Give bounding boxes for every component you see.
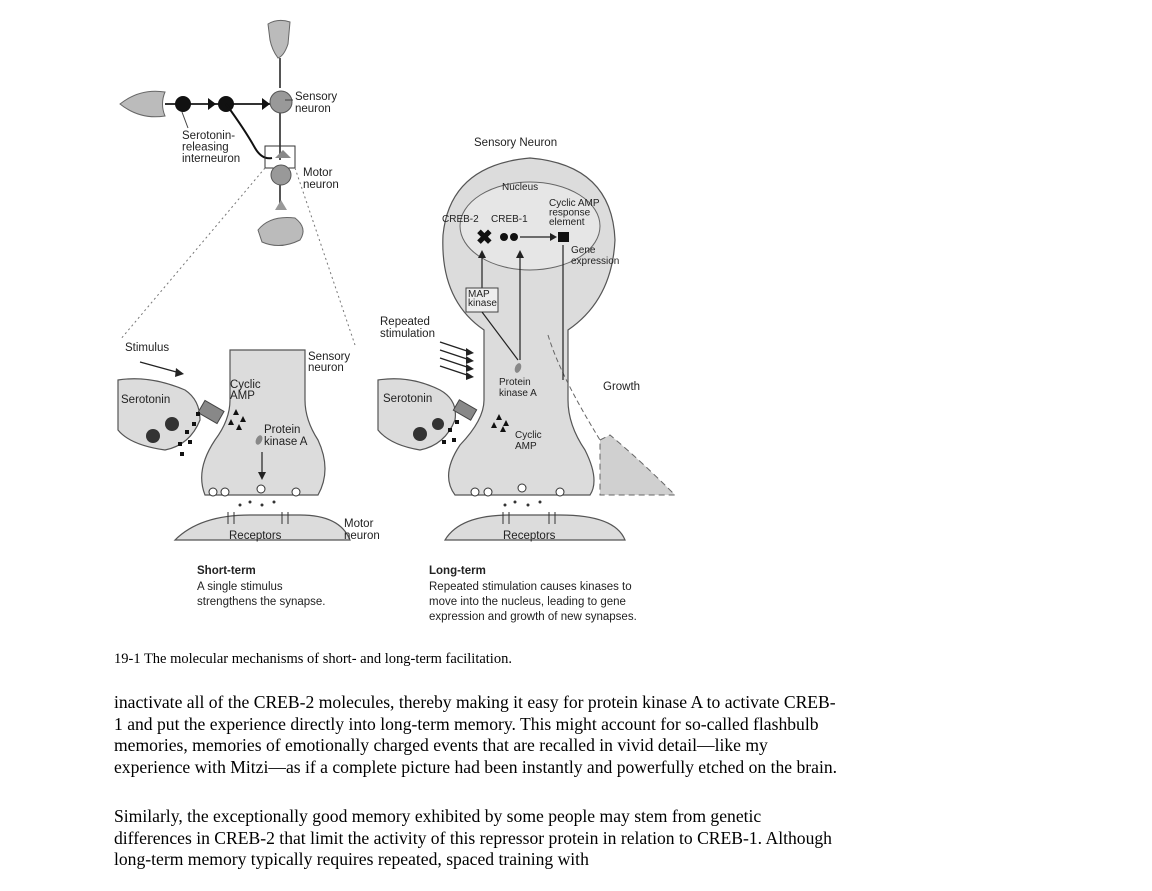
- short-term-title: Short-term: [197, 565, 256, 577]
- label-receptors-left: Receptors: [229, 530, 282, 542]
- label-creb1: CREB-1: [491, 214, 528, 225]
- long-term-title-label: Sensory Neuron: [474, 137, 557, 149]
- paragraph-1: inactivate all of the CREB-2 molecules, …: [114, 692, 914, 779]
- paragraph-line: inactivate all of the CREB-2 molecules, …: [114, 692, 836, 712]
- paragraph-2: Similarly, the exceptionally good memory…: [114, 806, 914, 871]
- paragraph-line: Similarly, the exceptionally good memory…: [114, 806, 762, 826]
- label-serotonin-right: Serotonin: [383, 393, 432, 405]
- label-growth: Growth: [603, 381, 640, 393]
- label-stimulus: Stimulus: [125, 342, 169, 354]
- paragraph-line: 1 and put the experience directly into l…: [114, 713, 819, 734]
- paragraph-line: experience with Mitzi—as if a complete p…: [114, 757, 838, 778]
- label-creb2: CREB-2: [442, 214, 479, 225]
- paragraph-line: long-term memory typically requires repe…: [114, 849, 589, 870]
- label-nucleus: Nucleus: [502, 182, 538, 193]
- short-term-synapse: [117, 349, 351, 541]
- paragraph-line: differences in CREB-2 that limit the act…: [114, 827, 832, 848]
- circuit-diagram: [119, 19, 356, 346]
- label-receptors-right: Receptors: [503, 530, 556, 542]
- label-serotonin-left: Serotonin: [121, 394, 170, 406]
- paragraph-line: memories, memories of emotionally charge…: [114, 735, 768, 756]
- figure-caption: 19-1 The molecular mechanisms of short- …: [114, 651, 512, 667]
- svg-text:✖: ✖: [476, 227, 493, 249]
- long-term-neuron: ✖: [377, 157, 677, 541]
- long-term-title: Long-term: [429, 565, 486, 577]
